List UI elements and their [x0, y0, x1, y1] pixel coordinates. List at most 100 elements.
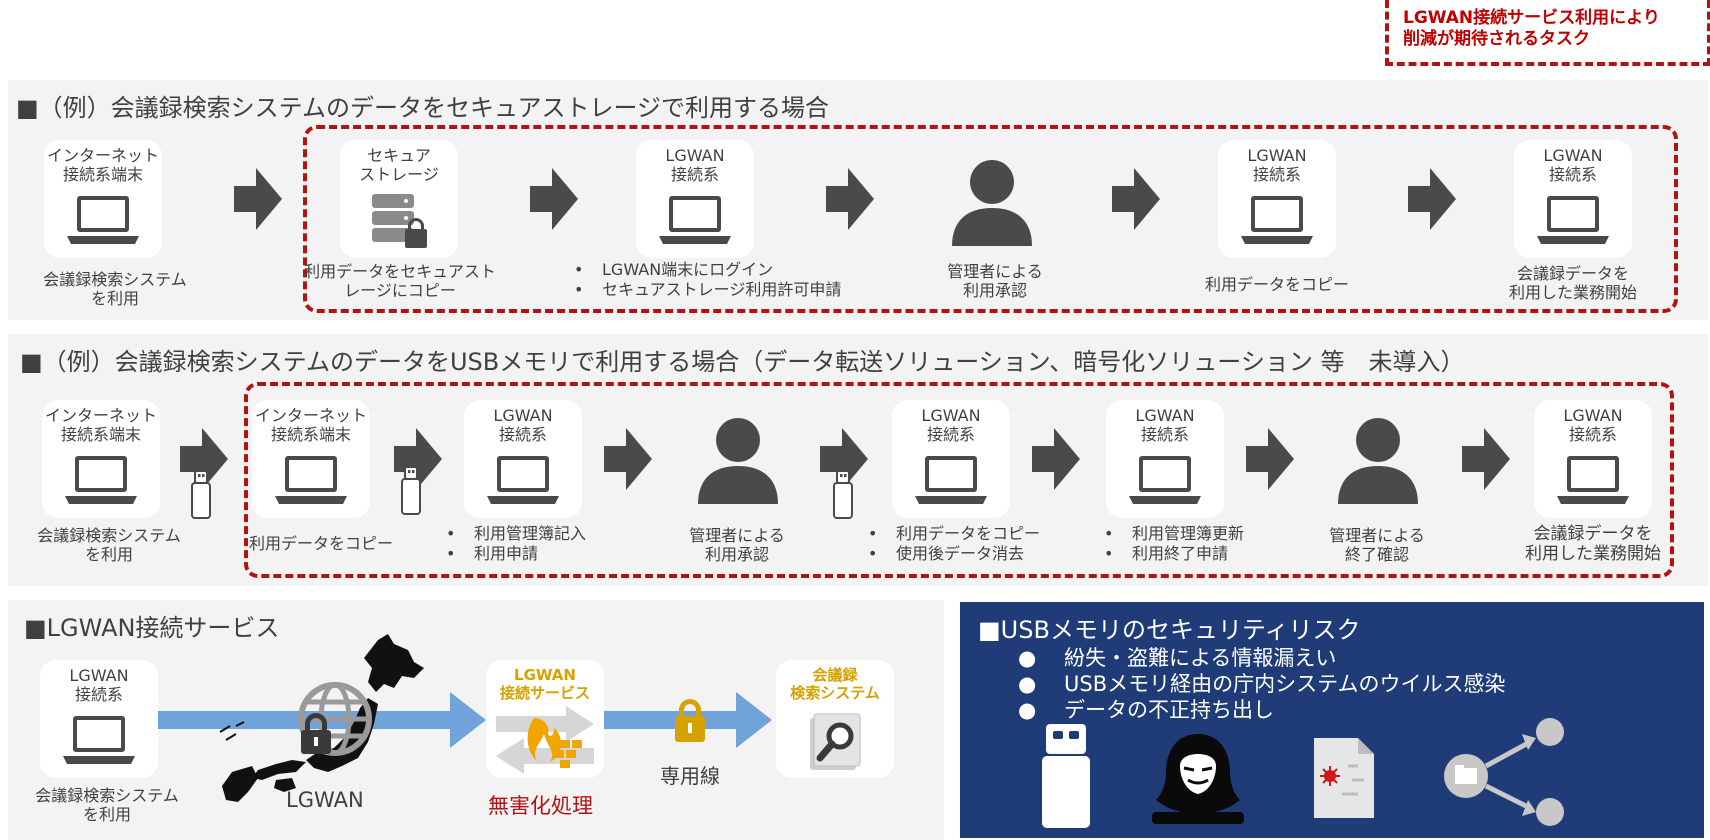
- flow-line: [602, 711, 738, 729]
- caption: を利用: [84, 545, 133, 564]
- bullet-text: 利用管理簿記入: [474, 524, 587, 543]
- arrow-right-icon: [736, 692, 772, 748]
- caption: 利用データをセキュアスト: [304, 262, 496, 281]
- laptop-icon: [487, 456, 559, 504]
- arrow-right-icon: [450, 692, 486, 748]
- caption: 会議録データを: [1516, 264, 1629, 283]
- secure-storage-icon: [372, 194, 427, 248]
- usb-stick-icon: [1042, 724, 1090, 828]
- card-label-2: 接続系端末: [270, 425, 351, 444]
- search-book-icon: [810, 713, 861, 770]
- admin-person-icon: [1338, 418, 1418, 504]
- caption: 利用承認: [962, 281, 1027, 300]
- risk-item: ●データの不正持ち出し: [1018, 698, 1274, 722]
- section1-title: ■（例）会議録検索システムのデータをセキュアストレージで利用する場合: [16, 94, 829, 122]
- legend-line-2: 削減が期待されるタスク: [1403, 29, 1590, 49]
- arrow-right-icon: [604, 428, 652, 490]
- arrow-right-icon: [394, 428, 442, 490]
- card-label-1: 会議録: [812, 666, 858, 684]
- usb-stick-icon: [401, 466, 421, 515]
- card-label-2: ストレージ: [359, 165, 439, 184]
- section2-card-internet: インターネット接続系端末: [42, 400, 160, 518]
- bullet-text: セキュアストレージ利用許可申請: [602, 280, 842, 299]
- legend-box: LGWAN接続サービス利用により 削減が期待されるタスク: [1385, 0, 1710, 66]
- laptop-icon: [1129, 456, 1201, 504]
- section3-title: ■LGWAN接続サービス: [24, 614, 280, 642]
- dedicated-line-label: 専用線: [660, 764, 720, 788]
- admin-person-icon: [952, 160, 1032, 246]
- card-label-2: 接続系: [74, 685, 123, 704]
- caption: 利用した業務開始: [1508, 283, 1637, 302]
- sanitize-label: 無害化処理: [488, 794, 593, 818]
- risk-item-text: 紛失・盗難による情報漏えい: [1064, 646, 1337, 670]
- caption: 利用した業務開始: [1525, 544, 1661, 564]
- arrow-right-icon: [234, 168, 282, 230]
- laptop-icon: [63, 716, 135, 764]
- card-label-2: 接続系: [1140, 425, 1189, 444]
- laptop-icon: [1241, 196, 1313, 244]
- card-label-2: 接続系端末: [60, 425, 141, 444]
- section2-highlight: [244, 382, 1674, 578]
- section2-card-internet-copy: インターネット接続系端末: [252, 400, 370, 518]
- card-label-1: LGWAN: [514, 666, 576, 684]
- card-label-1: LGWAN: [921, 406, 981, 425]
- admin-person-icon: [698, 418, 778, 504]
- caption: 管理者による: [1329, 526, 1425, 545]
- section4-title: ■USBメモリのセキュリティリスク: [978, 616, 1361, 644]
- caption: 利用データをコピー: [248, 534, 393, 553]
- lgwan-label: LGWAN: [286, 788, 364, 812]
- caption: を利用: [90, 289, 139, 308]
- data-leak-share-icon: [1444, 718, 1564, 826]
- card-label-2: 接続系: [670, 165, 719, 184]
- card-label-2: 接続系: [1568, 425, 1617, 444]
- risk-item-text: データの不正持ち出し: [1064, 698, 1274, 722]
- card-label-1: LGWAN: [493, 406, 553, 425]
- usb-stick-icon: [191, 470, 211, 519]
- card-label-2: 接続系端末: [62, 165, 143, 184]
- section2-title: ■（例）会議録検索システムのデータをUSBメモリで利用する場合（データ転送ソリュ…: [20, 348, 1465, 376]
- card-label-2: 接続系: [1548, 165, 1597, 184]
- laptop-icon: [915, 456, 987, 504]
- laptop-icon: [275, 456, 347, 504]
- arrow-right-icon: [1408, 168, 1456, 230]
- firewall-icon: [496, 706, 594, 774]
- risk-item: ●紛失・盗難による情報漏えい: [1018, 646, 1337, 670]
- card-label-1: セキュア: [367, 146, 431, 165]
- caption: 会議録検索システム: [37, 526, 181, 545]
- caption: を利用: [82, 805, 131, 824]
- card-label-1: インターネット: [46, 146, 159, 165]
- arrow-right-icon: [1462, 428, 1510, 490]
- caption: レージにコピー: [344, 281, 456, 300]
- arrow-right-icon: [1032, 428, 1080, 490]
- card-label-2: 接続系: [1252, 165, 1301, 184]
- caption: 利用承認: [704, 545, 769, 564]
- arrow-right-icon: [180, 428, 228, 490]
- bullet-text: 利用申請: [474, 544, 539, 563]
- section1-card-storage: セキュアストレージ: [340, 140, 458, 258]
- usb-stick-icon: [833, 470, 853, 519]
- caption: 終了確認: [1344, 545, 1409, 564]
- bullet-text: 利用管理簿更新: [1132, 524, 1245, 543]
- card-label-2: 接続サービス: [499, 684, 590, 702]
- gold-lock-icon: [675, 699, 705, 742]
- caption: 会議録データを: [1533, 524, 1653, 544]
- risk-item: ●USBメモリ経由の庁内システムのウイルス感染: [1018, 672, 1506, 696]
- bullet-text: 利用終了申請: [1132, 544, 1229, 563]
- section1-card-internet: インターネット接続系端末: [44, 140, 162, 258]
- virus-document-icon: [1314, 738, 1374, 818]
- bullet-text: 利用データをコピー: [896, 524, 1041, 543]
- caption: 会議録検索システム: [35, 786, 179, 805]
- caption: 管理者による: [947, 262, 1043, 281]
- laptop-icon: [67, 196, 139, 244]
- card-label-2: 接続系: [926, 425, 975, 444]
- card-label-1: LGWAN: [665, 146, 725, 165]
- card-label-1: LGWAN: [1543, 146, 1603, 165]
- arrow-right-icon: [820, 428, 868, 490]
- laptop-icon: [659, 196, 731, 244]
